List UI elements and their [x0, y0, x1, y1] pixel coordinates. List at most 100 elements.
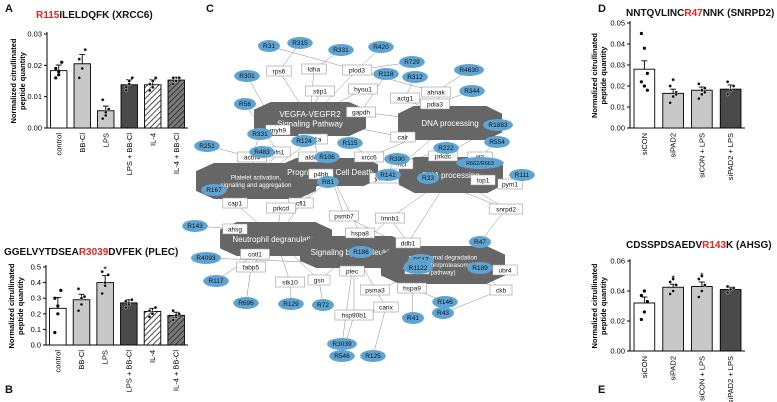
site-ellipse	[314, 151, 340, 163]
site-label: R146	[437, 299, 453, 306]
data-point	[147, 82, 152, 86]
data-point	[697, 277, 701, 281]
protein-box	[348, 83, 378, 95]
protein-box	[222, 197, 248, 209]
protein-node: pdia3	[420, 98, 450, 110]
site-node: R43	[432, 307, 454, 319]
protein-node: lmnb1	[375, 212, 405, 224]
site-ellipse	[234, 98, 256, 110]
site-label: R189	[472, 265, 488, 272]
data-point	[54, 66, 58, 71]
site-label: R1122	[409, 265, 428, 272]
site-ellipse	[360, 350, 386, 362]
site-label: R729	[404, 59, 420, 66]
protein-node: rps6	[266, 65, 292, 77]
site-label: R344	[464, 88, 480, 95]
data-point	[76, 308, 81, 313]
site-ellipse	[384, 153, 410, 165]
protein-node: calr	[390, 131, 416, 143]
y-tick-label: 0.4	[31, 278, 41, 287]
site-ellipse	[399, 56, 425, 68]
protein-label: hspa9	[403, 285, 421, 292]
bar-sipad2	[662, 286, 684, 352]
panel-e-title-pre: CDSSPDSAEDV	[626, 240, 703, 251]
site-node: R1883	[483, 119, 513, 131]
x-tick-label: BB-Cl	[78, 133, 87, 153]
data-point	[728, 287, 733, 292]
site-ellipse	[194, 140, 220, 152]
site-node: R33	[417, 172, 439, 184]
data-point	[103, 113, 108, 118]
protein-node: psmb7	[329, 210, 359, 222]
panel-b-title: GGELVYTDSEAR3039DVFEK (PLEC)	[4, 247, 178, 258]
protein-label: plod3	[349, 67, 365, 74]
bar-sipad2	[662, 92, 684, 129]
bar-il-4	[143, 311, 162, 346]
y-tick-label: 0.02	[610, 82, 625, 91]
site-ellipse	[337, 137, 363, 149]
site-node: R729	[399, 56, 425, 68]
hub-label: DNA processing	[421, 119, 478, 128]
site-label: R72	[317, 302, 329, 309]
site-ellipse	[182, 220, 208, 232]
protein-box	[489, 284, 513, 296]
protein-box	[345, 227, 375, 239]
y-tick-label: 0.03	[610, 61, 625, 70]
site-label: R4093	[196, 255, 216, 262]
site-node: R420	[368, 41, 394, 53]
panel-a-title: R115ILELDQFK (XRCC6)	[36, 10, 153, 21]
data-point	[130, 76, 135, 80]
data-point	[639, 80, 643, 84]
bar-sicon-lps	[691, 286, 713, 352]
hub-shape	[381, 246, 505, 284]
protein-node: plod3	[342, 64, 372, 76]
data-point	[130, 297, 134, 302]
bar-lps-bb-cl	[120, 302, 138, 346]
site-ellipse	[258, 40, 280, 52]
y-axis-label: Normalized citrullinatedpeptide quantity	[590, 263, 608, 348]
protein-node: fabp5	[236, 261, 266, 273]
bar-sicon	[633, 68, 656, 129]
protein-node: gapdh	[346, 106, 376, 118]
protein-label: gsn	[314, 277, 325, 284]
site-node: R344	[459, 85, 485, 97]
data-point	[645, 299, 649, 304]
panel-d-title: NNTQVLINCR47NNK (SNRPD2)	[626, 8, 774, 19]
site-ellipse	[467, 262, 493, 274]
data-point	[127, 302, 131, 307]
protein-box	[421, 86, 451, 98]
site-label: R31	[263, 43, 275, 50]
protein-label: hyou1	[354, 86, 372, 93]
data-point	[668, 101, 672, 105]
site-node: R111	[509, 169, 535, 181]
site-label: R546	[334, 353, 350, 360]
site-node: R331	[247, 128, 273, 140]
bar-lps-bb-cl	[120, 84, 138, 129]
y-tick-label: 0.06	[610, 257, 625, 266]
data-point	[53, 296, 57, 300]
protein-label: plec	[346, 268, 359, 275]
y-tick-label: 0.04	[610, 40, 625, 49]
data-point	[700, 88, 704, 92]
data-point	[671, 289, 675, 293]
protein-label: pdia3	[427, 101, 443, 108]
data-point	[697, 96, 701, 101]
network-edge	[341, 270, 353, 345]
protein-label: aldoa	[305, 154, 321, 161]
data-point	[124, 305, 128, 310]
site-ellipse	[375, 169, 401, 181]
significance-mark: *	[103, 265, 107, 275]
panel-a-letter: A	[5, 3, 13, 15]
site-ellipse	[233, 297, 259, 309]
protein-label: ddb1	[401, 240, 416, 247]
protein-box	[420, 98, 450, 110]
protein-label: ldha	[308, 66, 321, 73]
data-point	[100, 116, 105, 121]
significance-mark: *	[700, 271, 704, 281]
site-label: R47	[474, 239, 486, 246]
site-node: R3039	[327, 338, 357, 350]
x-tick-label: siCON	[640, 133, 649, 155]
data-point	[150, 312, 155, 316]
data-point	[60, 60, 64, 64]
